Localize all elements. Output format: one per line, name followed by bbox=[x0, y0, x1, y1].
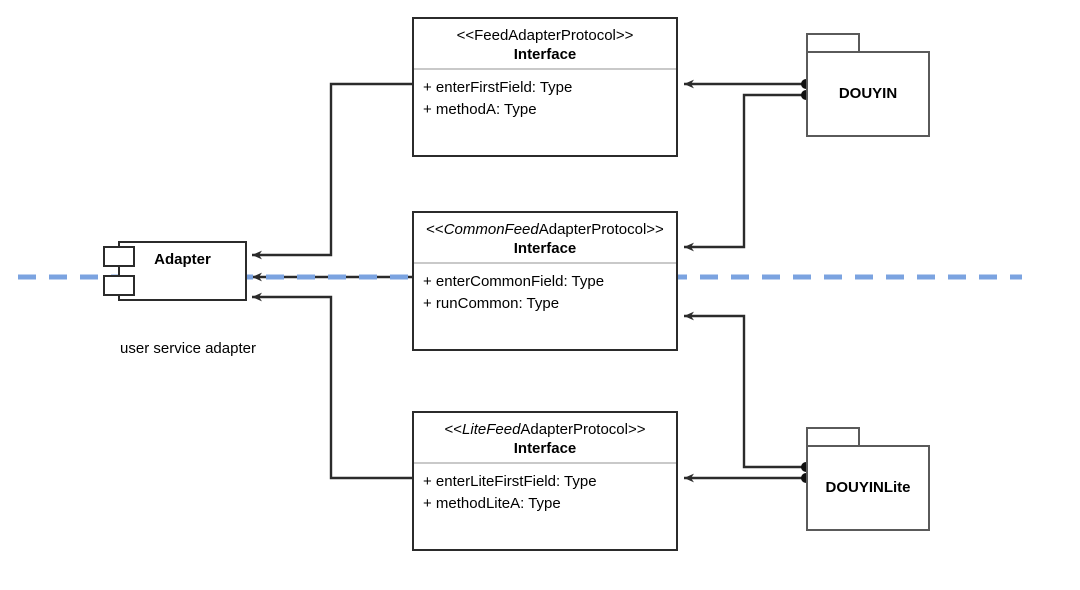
interface-member: + methodLiteA: Type bbox=[423, 495, 561, 512]
package-douyin-body: DOUYIN bbox=[806, 51, 930, 137]
connector-adapter-lite bbox=[252, 292, 412, 480]
interface-feed-adapter-protocol-members: + enterFirstField: Type + methodA: Type bbox=[414, 70, 676, 121]
interface-common-feed-adapter-protocol-header: <<CommonFeedAdapterProtocol>> Interface bbox=[414, 213, 676, 264]
interface-common-feed-adapter-protocol[interactable]: <<CommonFeedAdapterProtocol>> Interface … bbox=[412, 211, 678, 351]
interface-common-feed-adapter-protocol-stereotype-emphasis: CommonFeed bbox=[443, 221, 539, 238]
component-adapter[interactable]: Adapter bbox=[118, 241, 247, 301]
interface-lite-feed-adapter-protocol-stereotype: <<LiteFeedAdapterProtocol>> bbox=[444, 421, 646, 438]
package-douyin-label: DOUYIN bbox=[838, 85, 898, 102]
interface-lite-feed-adapter-protocol-header: <<LiteFeedAdapterProtocol>> Interface bbox=[414, 413, 676, 464]
package-douyinlite-label: DOUYINLite bbox=[825, 479, 911, 496]
interface-lite-feed-adapter-protocol[interactable]: <<LiteFeedAdapterProtocol>> Interface + … bbox=[412, 411, 678, 551]
interface-member: + enterLiteFirstField: Type bbox=[423, 473, 597, 490]
interface-lite-feed-adapter-protocol-stereotype-emphasis: LiteFeed bbox=[462, 421, 521, 438]
package-douyinlite-tab bbox=[806, 427, 860, 447]
interface-common-feed-adapter-protocol-stereotype: <<CommonFeedAdapterProtocol>> bbox=[426, 221, 664, 238]
interface-feed-adapter-protocol[interactable]: <<FeedAdapterProtocol>> Interface + ente… bbox=[412, 17, 678, 157]
interface-feed-adapter-protocol-header: <<FeedAdapterProtocol>> Interface bbox=[414, 19, 676, 70]
package-douyinlite-body: DOUYINLite bbox=[806, 445, 930, 531]
interface-feed-adapter-protocol-kind: Interface bbox=[513, 46, 577, 63]
interface-common-feed-adapter-protocol-members: + enterCommonField: Type + runCommon: Ty… bbox=[414, 264, 676, 315]
package-douyin-tab bbox=[806, 33, 860, 53]
component-adapter-port-upper[interactable] bbox=[103, 246, 135, 267]
connector-douyin-common bbox=[684, 90, 811, 252]
component-adapter-caption: user service adapter bbox=[120, 340, 256, 357]
interface-feed-adapter-protocol-stereotype: <<FeedAdapterProtocol>> bbox=[456, 27, 634, 44]
interface-member: + runCommon: Type bbox=[423, 295, 560, 312]
component-adapter-port-lower[interactable] bbox=[103, 275, 135, 296]
interface-lite-feed-adapter-protocol-members: + enterLiteFirstField: Type + methodLite… bbox=[414, 464, 676, 515]
component-adapter-label: Adapter bbox=[154, 251, 211, 268]
interface-lite-feed-adapter-protocol-kind: Interface bbox=[513, 440, 577, 457]
connector-douyinlite-common bbox=[684, 311, 811, 472]
interface-member: + enterFirstField: Type bbox=[423, 79, 573, 96]
connector-adapter-feed bbox=[252, 82, 412, 260]
package-douyin[interactable]: DOUYIN bbox=[806, 33, 930, 137]
interface-member: + methodA: Type bbox=[423, 101, 537, 118]
package-douyinlite[interactable]: DOUYINLite bbox=[806, 427, 930, 531]
interface-member: + enterCommonField: Type bbox=[423, 273, 605, 290]
interface-common-feed-adapter-protocol-kind: Interface bbox=[513, 240, 577, 257]
